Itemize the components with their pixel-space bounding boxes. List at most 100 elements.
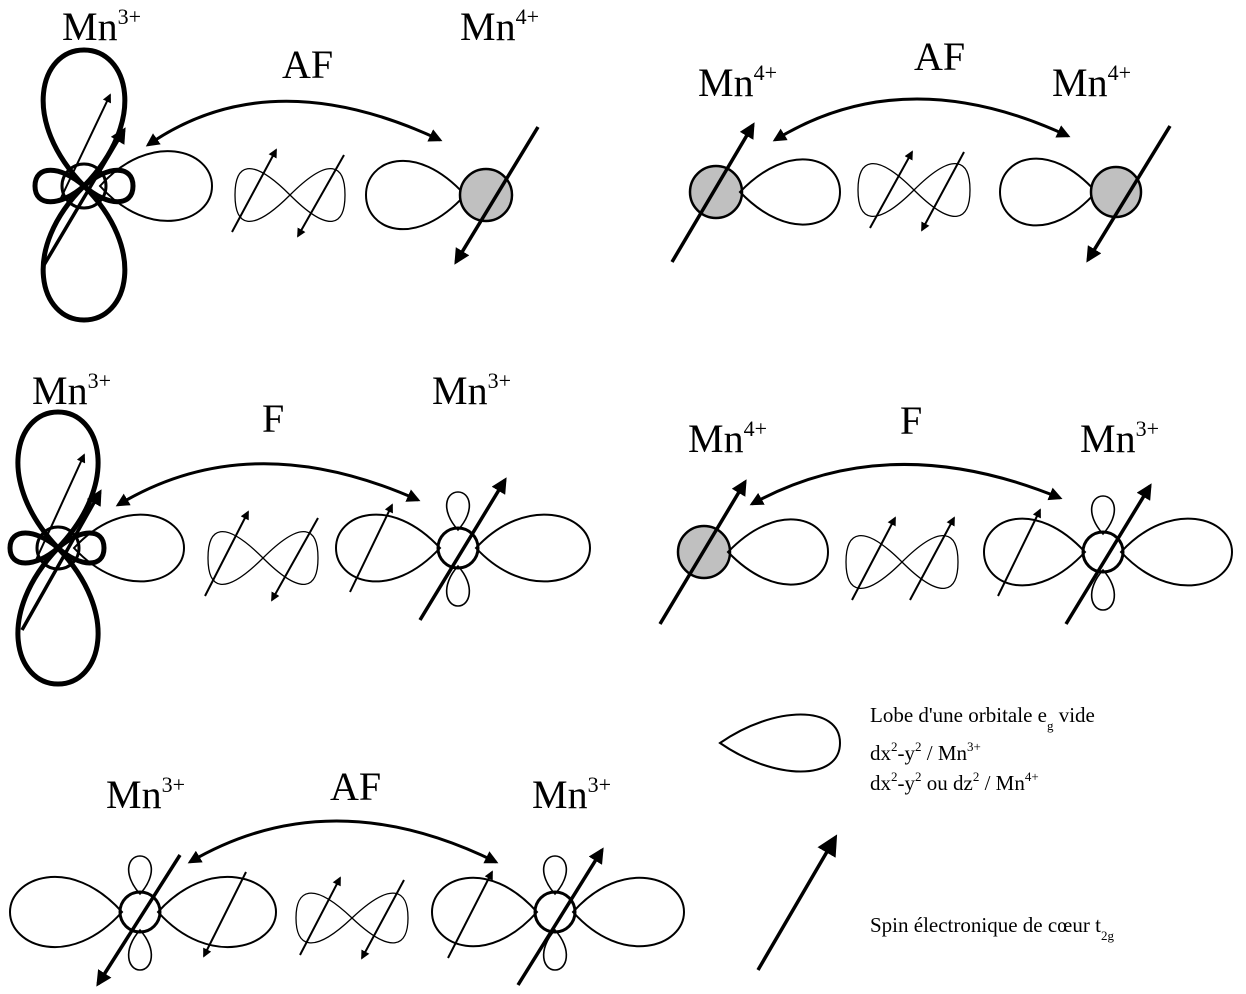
- empty-eg-lobe: [72, 513, 186, 583]
- panel-mn4-af-mn4: Mn4+ Mn4+ AF: [670, 34, 1172, 263]
- occupied-orbital-lobe: [40, 182, 128, 323]
- empty-eg-lobe: [156, 875, 278, 949]
- hopping-arrow: [115, 462, 421, 507]
- small-orbital-lobe: [7, 530, 62, 566]
- oxygen-p-orbital: [845, 534, 959, 590]
- core-spin-down: [1086, 125, 1172, 263]
- core-spin-up: [418, 477, 507, 621]
- oxygen-spin-down: [271, 517, 319, 602]
- empty-eg-lobe: [430, 876, 539, 948]
- coupling-label: AF: [282, 42, 333, 87]
- occupied-orbital-lobe: [40, 47, 128, 190]
- ion-label-mn3: Mn3+: [32, 368, 111, 413]
- ion-label-mn3: Mn3+: [432, 368, 511, 413]
- empty-eg-lobe: [98, 150, 214, 222]
- empty-eg-lobe: [474, 513, 592, 583]
- empty-eg-lobe: [8, 875, 124, 949]
- legend-lobe-line3: dx2-y2 ou dz2 / Mn4+: [870, 769, 1039, 795]
- oxygen-spin-up: [299, 876, 341, 956]
- panel-mn3-af-mn3: Mn3+ Mn3+ AF: [8, 764, 686, 987]
- core-spin-up: [1064, 483, 1152, 625]
- mn4-core: [688, 164, 744, 220]
- oxygen-spin-down: [297, 154, 345, 238]
- ion-label-mn4: Mn4+: [1052, 60, 1131, 105]
- panel-mn3-af-mn4: Mn3+ Mn4+ AF: [32, 4, 540, 323]
- eg-electron-spin: [997, 508, 1041, 597]
- oxygen-p-orbital: [234, 167, 346, 223]
- oxygen-p-orbital: [295, 892, 409, 944]
- legend-spin-label: Spin électronique de cœur t2g: [870, 913, 1114, 943]
- coupling-label: AF: [914, 34, 965, 79]
- small-orbital-lobe: [127, 855, 153, 896]
- hopping-arrow: [772, 97, 1071, 142]
- oxygen-spin-up: [851, 516, 896, 601]
- empty-eg-lobe: [1119, 517, 1234, 587]
- panel-mn3-f-mn3: Mn3+ Mn3+ F: [7, 368, 592, 687]
- coupling-label: F: [900, 398, 922, 443]
- empty-eg-lobe: [364, 159, 467, 231]
- core-spin-down: [454, 126, 540, 265]
- ion-label-mn4: Mn4+: [460, 4, 539, 49]
- oxygen-spin-down: [361, 879, 405, 960]
- coupling-label: AF: [330, 764, 381, 809]
- legend-lobe-line2: dx2-y2 / Mn3+: [870, 739, 981, 765]
- oxygen-p-orbital: [207, 530, 319, 586]
- hopping-arrow: [749, 462, 1063, 506]
- small-orbital-lobe: [127, 928, 153, 971]
- oxygen-spin-up: [869, 150, 913, 229]
- small-orbital-lobe: [80, 167, 136, 205]
- small-orbital-lobe: [445, 564, 471, 607]
- empty-eg-lobe: [334, 513, 442, 583]
- core-spin-down: [96, 854, 182, 987]
- eg-electron-spin: [35, 453, 86, 561]
- hopping-arrow: [187, 819, 499, 864]
- occupied-orbital-lobe: [15, 409, 101, 552]
- oxygen-p-orbital: [857, 162, 971, 218]
- legend-core-spin-arrow: [756, 834, 838, 971]
- core-spin-up: [670, 122, 755, 263]
- mn4-core: [458, 167, 514, 223]
- oxygen-spin-down: [921, 151, 965, 232]
- legend-empty-lobe-swatch: [718, 713, 842, 773]
- eg-electron-spin: [59, 93, 111, 201]
- ion-label-mn3: Mn3+: [1080, 416, 1159, 461]
- empty-eg-lobe: [998, 157, 1098, 227]
- eg-electron-spin: [349, 503, 393, 593]
- empty-eg-lobe: [738, 158, 842, 226]
- empty-eg-lobe: [571, 876, 686, 948]
- small-orbital-lobe: [1090, 495, 1116, 536]
- small-orbital-lobe: [32, 167, 88, 205]
- legend: Lobe d'une orbitale eg vide dx2-y2 / Mn3…: [718, 703, 1114, 971]
- eg-electron-spin: [447, 870, 493, 959]
- small-orbital-lobe: [54, 530, 107, 566]
- coupling-label: F: [262, 396, 284, 441]
- ion-label-mn3: Mn3+: [106, 772, 185, 817]
- eg-electron-spin: [203, 871, 247, 958]
- hopping-arrow: [145, 99, 443, 147]
- mn-core: [533, 890, 577, 934]
- ion-label-mn3: Mn3+: [532, 772, 611, 817]
- small-orbital-lobe: [542, 855, 568, 896]
- mn-core: [436, 526, 480, 570]
- occupied-orbital-lobe: [15, 544, 101, 687]
- small-orbital-lobe: [445, 491, 471, 532]
- core-spin-up: [42, 127, 126, 266]
- mn-core: [1081, 530, 1125, 574]
- oxygen-spin-up: [231, 148, 277, 233]
- core-spin-up: [658, 479, 747, 625]
- oxygen-spin-up: [909, 516, 955, 601]
- ion-label-mn3: Mn3+: [62, 4, 141, 49]
- empty-eg-lobe: [982, 517, 1087, 587]
- panel-mn4-f-mn3: Mn4+ Mn3+ F: [658, 398, 1234, 625]
- ion-label-mn4: Mn4+: [688, 416, 767, 461]
- ion-label-mn4: Mn4+: [698, 60, 777, 105]
- oxygen-spin-up: [204, 510, 249, 597]
- mn4-core: [1089, 165, 1143, 219]
- legend-lobe-line1: Lobe d'une orbitale eg vide: [870, 703, 1095, 733]
- mn-core: [60, 162, 108, 210]
- small-orbital-lobe: [1090, 568, 1116, 611]
- core-spin-up: [20, 489, 102, 631]
- small-orbital-lobe: [542, 928, 568, 971]
- core-spin-up: [516, 847, 604, 986]
